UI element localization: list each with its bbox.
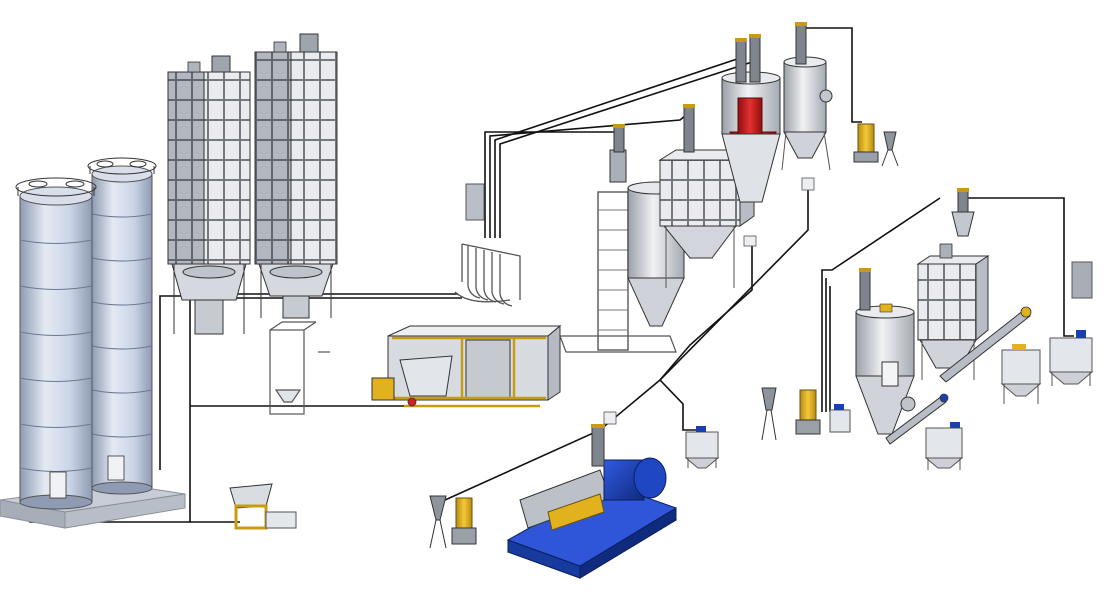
loader-pipe-icon (613, 125, 625, 153)
twin-screw-extruder (506, 411, 678, 579)
control-cabinet-left (465, 183, 485, 221)
silo-railing-icon (87, 157, 157, 175)
control-cabinet-right (1071, 261, 1093, 299)
ibc-container-right-1 (1000, 344, 1042, 404)
storage-silo-1 (15, 177, 97, 510)
dryer-vessel (781, 22, 833, 191)
vacuum-loader-right (761, 387, 851, 441)
panel-silo-1 (167, 55, 251, 335)
blending-unit (371, 324, 562, 408)
dryer-hopper-red (721, 34, 781, 247)
manifold-rack (454, 243, 521, 307)
hopper-feeder (229, 483, 297, 530)
panel-silo-2 (254, 33, 338, 319)
vertical-mixer-right (855, 268, 916, 435)
ibc-container-center (684, 426, 720, 469)
silo-access-door (107, 455, 125, 481)
piping-network (29, 27, 1074, 523)
vacuum-loader-bottom (429, 495, 477, 549)
square-hopper-center (658, 104, 756, 288)
silo-access-door (49, 471, 67, 499)
screw-conveyor-right (885, 306, 1032, 445)
silo-filter-icon (211, 55, 231, 73)
dust-collector-top (853, 123, 899, 167)
storage-silo-2 (87, 157, 157, 495)
silo-railing-icon (15, 177, 97, 197)
cube-hopper-right (916, 188, 990, 380)
ibc-container-right-2 (1048, 330, 1094, 386)
silo-filter-icon (299, 33, 319, 53)
bag-unloading-station (269, 321, 330, 415)
control-panel-icon (881, 361, 899, 387)
ibc-container-right-3 (924, 422, 964, 470)
motor-box-icon (371, 377, 395, 401)
